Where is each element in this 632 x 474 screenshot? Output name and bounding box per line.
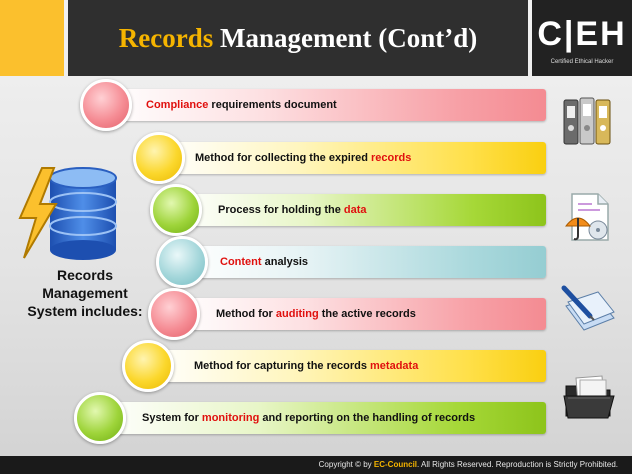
list-item: Compliance requirements document (80, 79, 546, 131)
database-lightning-icon (18, 167, 117, 260)
list-item: Process for holding the data (150, 184, 546, 236)
item-bullet (74, 392, 126, 444)
ceh-logo-letters: C|EH (537, 15, 627, 53)
item-bullet (156, 236, 208, 288)
papers-pen-icon (561, 285, 615, 331)
document-umbrella-icon (564, 193, 609, 241)
item-text: Method for auditing the active records (216, 308, 416, 320)
item-text: Method for capturing the records metadat… (194, 360, 419, 372)
item-text: Content analysis (220, 256, 309, 268)
binders-icon (563, 97, 611, 145)
list-item: Content analysis (156, 236, 546, 288)
ceh-logo: C|EH Certified Ethical Hacker (532, 0, 632, 76)
item-bar (161, 142, 546, 174)
list-item: System for monitoring and reporting on t… (74, 392, 546, 444)
folder-icon (563, 375, 615, 419)
footer: Copyright © by EC-Council. All Rights Re… (0, 456, 632, 474)
item-bar (184, 246, 546, 278)
slide-title: Records Management (Cont’d) (119, 23, 477, 54)
item-bar (102, 402, 546, 434)
item-text: System for monitoring and reporting on t… (142, 412, 476, 424)
item-text: Process for holding the data (218, 204, 367, 216)
list-item: Method for auditing the active records (148, 288, 546, 340)
list-item: Method for collecting the expired record… (133, 132, 546, 184)
caption: Records Management System includes: (10, 266, 160, 320)
item-bar (108, 89, 546, 121)
header-accent-block (0, 0, 64, 76)
copyright-text: Copyright © by EC-Council. All Rights Re… (318, 460, 618, 469)
item-bar (150, 350, 546, 382)
item-bullet (80, 79, 132, 131)
header-title-box: Records Management (Cont’d) (68, 0, 528, 76)
item-bar (176, 298, 546, 330)
caption-line1: Records (56, 267, 114, 283)
caption-line2: Management (42, 285, 128, 301)
item-bullet (148, 288, 200, 340)
slide-title-accent: Records (118, 22, 214, 53)
slide-title-rest: Management (Cont’d) (213, 22, 478, 53)
item-text: Method for collecting the expired record… (195, 152, 412, 164)
item-bullet (122, 340, 174, 392)
item-bullet (133, 132, 185, 184)
caption-line3: System includes: (27, 303, 143, 319)
item-bar (178, 194, 546, 226)
item-bullet (150, 184, 202, 236)
footer-brand: EC-Council (373, 460, 418, 469)
item-text: Compliance requirements document (146, 99, 337, 111)
list-item: Method for capturing the records metadat… (122, 340, 546, 392)
ceh-logo-subtitle: Certified Ethical Hacker (550, 59, 614, 65)
